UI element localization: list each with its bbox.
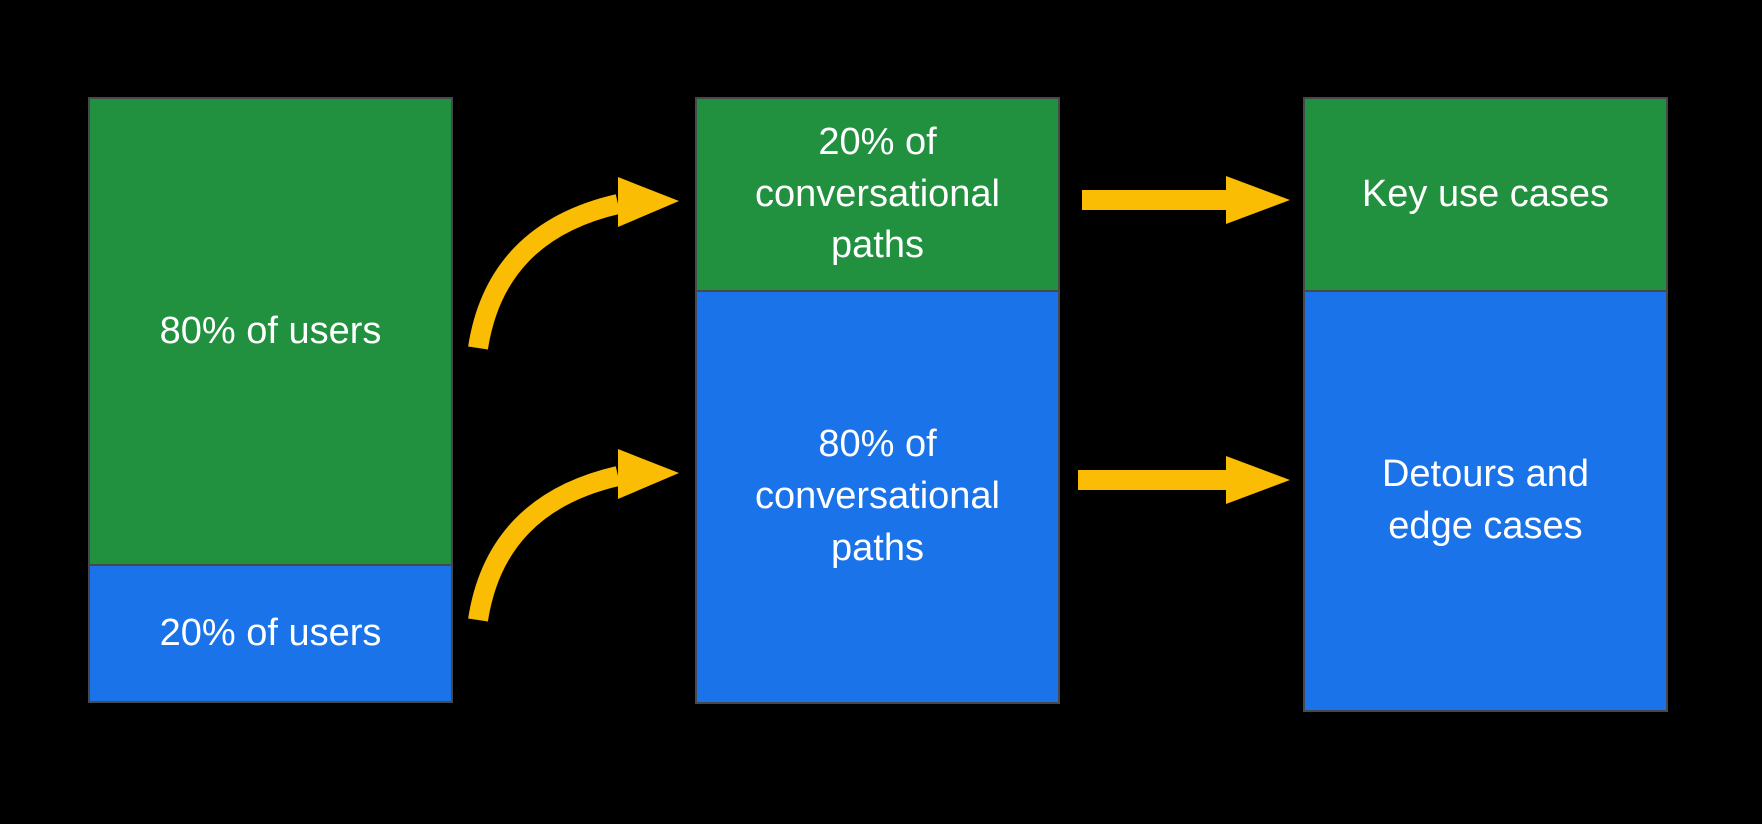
users-80-segment: 80% of users [90,99,451,564]
conversational-paths-column: 20% of conversational paths 80% of conve… [695,97,1060,704]
straight-arrow-top [1082,176,1290,224]
curved-arrow-bottom [468,449,679,622]
paths-80-segment: 80% of conversational paths [697,290,1058,702]
users-20-segment: 20% of users [90,564,451,701]
detours-edge-cases-segment: Detours and edge cases [1305,290,1666,710]
detours-edge-cases-label: Detours and edge cases [1381,453,1589,547]
curved-arrow-top [468,177,679,350]
users-80-label: 80% of users [159,309,382,352]
key-use-cases-segment: Key use cases [1305,99,1666,290]
straight-arrow-bottom [1078,456,1290,504]
use-cases-column: Key use cases Detours and edge cases [1303,97,1668,712]
key-use-cases-label: Key use cases [1361,172,1610,215]
paths-80-label: 80% of conversational paths [754,423,1001,569]
users-column: 80% of users 20% of users [88,97,453,703]
paths-20-segment: 20% of conversational paths [697,99,1058,290]
users-20-label: 20% of users [159,611,382,654]
paths-20-label: 20% of conversational paths [754,120,1001,267]
